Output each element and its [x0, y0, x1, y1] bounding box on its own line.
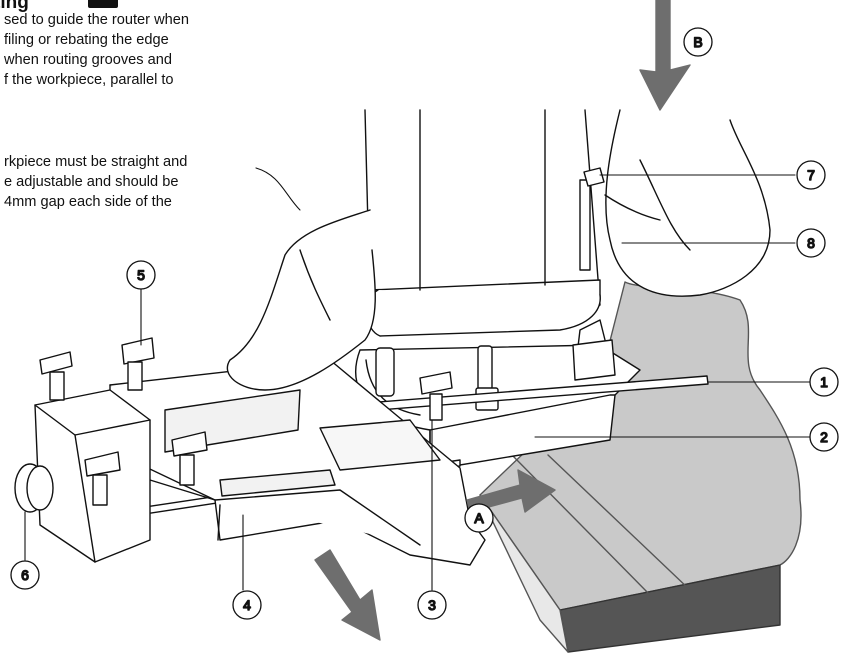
callout-B: B [683, 27, 713, 57]
callout-1: 1 [809, 367, 839, 397]
callout-label: 5 [137, 267, 145, 283]
heading-tab-marker [88, 0, 118, 8]
workpiece [479, 281, 802, 653]
callout-label: A [474, 510, 484, 526]
fence-clamp-knobs [39, 337, 453, 506]
callout-4: 4 [232, 590, 262, 620]
leader-lines [24, 167, 811, 591]
direction-arrows [314, 0, 691, 641]
callout-label: B [693, 34, 702, 50]
callout-3: 3 [417, 590, 447, 620]
callout-2: 2 [809, 422, 839, 452]
callout-label: 8 [807, 235, 815, 251]
text-line: 4mm gap each side of the [4, 194, 172, 210]
text-line: when routing grooves and [4, 52, 172, 68]
callout-label: 7 [807, 167, 815, 183]
depth-stop-rod [579, 167, 605, 271]
callout-6: 6 [10, 560, 40, 590]
callout-8: 8 [796, 228, 826, 258]
text-line: sed to guide the router when [4, 12, 189, 28]
fine-adjust-bracket [14, 389, 151, 563]
text-line: e adjustable and should be [4, 174, 179, 190]
hands [226, 109, 771, 391]
callout-label: 2 [820, 429, 828, 445]
text-line: f the workpiece, parallel to [4, 72, 174, 88]
callout-A: A [464, 503, 494, 533]
router-motor-housing [364, 109, 601, 337]
text-line: filing or rebating the edge [4, 32, 169, 48]
paragraph-workpiece-requirements: rkpiece must be straight and e adjustabl… [4, 152, 187, 212]
text-line: rkpiece must be straight and [4, 154, 188, 170]
arrow-down-icon [639, 0, 691, 111]
callout-label: 4 [243, 597, 251, 613]
section-heading: ting [0, 0, 29, 13]
callout-5: 5 [126, 260, 156, 290]
arrow-down-right-icon [314, 549, 381, 641]
callout-label: 3 [428, 597, 436, 613]
paragraph-guide-usage: sed to guide the router when filing or r… [4, 10, 189, 90]
callout-label: 6 [21, 567, 29, 583]
callout-label: 1 [820, 374, 828, 390]
callout-7: 7 [796, 160, 826, 190]
